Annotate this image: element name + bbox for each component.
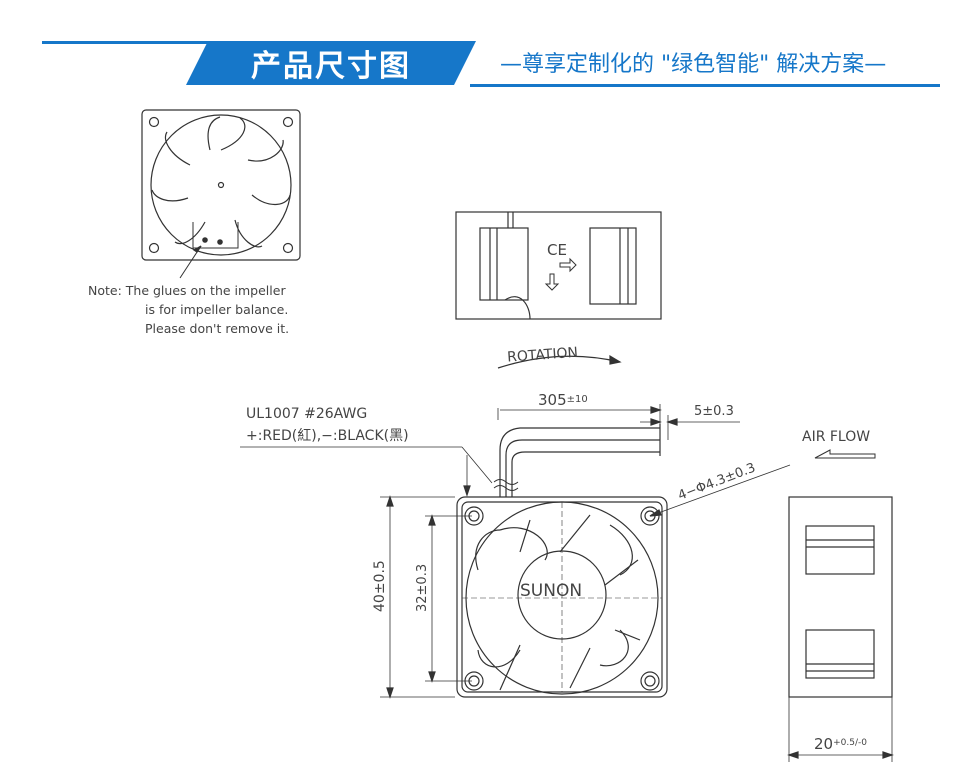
fan-front-view [456, 496, 668, 698]
airflow-label: AIR FLOW [802, 429, 870, 445]
ce-mark: CE [547, 241, 567, 259]
page-title: 产品尺寸图 [251, 49, 411, 84]
brand-label: SUNON [520, 581, 582, 601]
hole-spec-leader [649, 464, 791, 517]
note-line-1: Note: The glues on the impeller [88, 283, 286, 298]
hole-pitch-value: 32±0.3 [415, 564, 430, 612]
airflow-arrow-icon [814, 449, 876, 459]
wire-color-label: +:RED(紅),−:BLACK(黑) [246, 428, 409, 444]
header-slogan: —尊享定制化的 "绿色智能" 解决方案— [500, 52, 887, 77]
dimension-cable-length [497, 404, 662, 424]
dimension-depth [787, 697, 894, 762]
dimension-hole-pitch [425, 514, 472, 683]
strip-length-value: 5±0.3 [694, 404, 734, 419]
header-rule-left [42, 41, 210, 44]
header: 产品尺寸图 —尊享定制化的 "绿色智能" 解决方案— [0, 0, 980, 100]
dimension-strip-length [640, 415, 740, 440]
fan-side-view-ce [455, 211, 662, 320]
header-rule-right [470, 84, 940, 87]
header-title-tab [186, 41, 476, 85]
note-line-2: is for impeller balance. [145, 302, 288, 317]
cable-length-value: 305±10 [538, 391, 588, 409]
lead-wires [493, 424, 661, 497]
dimension-outer-size [380, 495, 455, 699]
hole-spec-value: 4−Φ4.3±0.3 [676, 460, 758, 503]
rotation-arrow-icon [609, 354, 622, 365]
fan-side-profile [788, 496, 893, 698]
rotation-label: ROTATION [507, 345, 579, 366]
wire-spec-label: UL1007 #26AWG [246, 406, 367, 422]
depth-value: 20+0.5/-0 [814, 735, 867, 753]
impeller-top-view [141, 109, 301, 279]
rotation-arc [497, 355, 621, 369]
note-line-3: Please don't remove it. [145, 321, 289, 336]
outer-size-value: 40±0.5 [372, 560, 388, 612]
